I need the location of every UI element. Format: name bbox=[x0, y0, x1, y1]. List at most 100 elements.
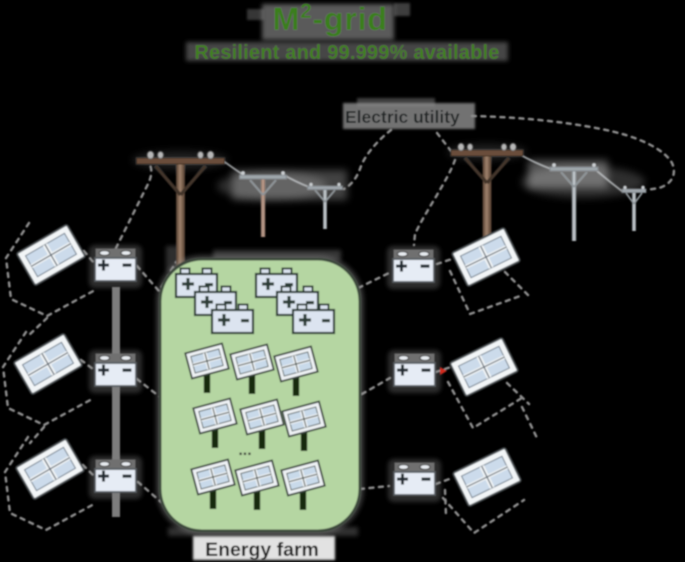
pole-insulator bbox=[466, 143, 474, 151]
connection-farm-to-battery bbox=[348, 270, 393, 294]
pole-part bbox=[239, 174, 287, 180]
wire bbox=[596, 170, 624, 193]
energy-farm-label: Energy farm bbox=[205, 539, 319, 561]
connection-panel-to-battery bbox=[81, 463, 96, 478]
battery-icon bbox=[94, 247, 137, 282]
utility-pole-icon bbox=[134, 149, 227, 270]
solar-panel-tree-icon bbox=[238, 397, 286, 449]
solar-panel-icon bbox=[16, 438, 85, 499]
pole-insulator bbox=[281, 171, 285, 175]
connection-pole-to-battery bbox=[114, 163, 153, 250]
house-outline bbox=[4, 221, 99, 318]
battery-icon bbox=[94, 458, 137, 493]
fault-marker-icon bbox=[440, 367, 447, 375]
utility-pole-icon bbox=[307, 182, 343, 229]
pole-part bbox=[621, 188, 647, 193]
page-subtitle: Resilient and 99.999% available bbox=[194, 42, 499, 64]
utility-pole-icon bbox=[549, 163, 599, 241]
solar-panel-icon bbox=[14, 333, 83, 394]
pole-brace bbox=[463, 156, 511, 185]
panel-stem bbox=[211, 424, 219, 448]
solar-panel-tree-icon bbox=[280, 399, 328, 451]
pole-part bbox=[482, 156, 492, 240]
farm-solar-array bbox=[183, 341, 328, 510]
battery-icon bbox=[393, 461, 436, 496]
pole-insulator bbox=[641, 185, 645, 190]
solar-panel-icon bbox=[450, 338, 518, 397]
battery-icon bbox=[393, 352, 436, 387]
pole-part bbox=[571, 171, 577, 241]
solar-panel-icon bbox=[453, 448, 521, 507]
solar-panel-tree-icon bbox=[233, 458, 281, 510]
house-link bbox=[443, 488, 448, 518]
utility-pole-group-left bbox=[134, 149, 343, 270]
house-right-1 bbox=[392, 228, 520, 287]
compression-artifact bbox=[247, 9, 264, 20]
house-outline bbox=[446, 380, 527, 430]
pole-insulator bbox=[509, 142, 517, 152]
solar-panel-tree-icon bbox=[272, 344, 320, 396]
connection-utility-to-pole bbox=[435, 131, 453, 153]
compression-artifact bbox=[343, 103, 475, 129]
connection-farm-to-battery bbox=[358, 484, 391, 491]
pole-part bbox=[450, 149, 524, 157]
dashed-connections bbox=[1, 114, 676, 535]
pole-insulator bbox=[457, 142, 465, 152]
pole-insulator bbox=[309, 182, 313, 187]
compression-artifact bbox=[394, 3, 410, 16]
house-outline bbox=[3, 435, 98, 532]
solar-panel-tree-icon bbox=[279, 458, 327, 510]
battery-icon bbox=[392, 248, 435, 283]
connection-panel-to-battery bbox=[79, 358, 95, 371]
panel-stem bbox=[300, 427, 308, 451]
compression-artifact bbox=[262, 4, 394, 40]
panel-stem bbox=[253, 486, 261, 510]
house-outline bbox=[441, 496, 526, 535]
title-rest: -grid bbox=[312, 1, 387, 37]
house-left-1 bbox=[17, 224, 137, 285]
house-outline bbox=[448, 269, 525, 316]
ellipsis-label: ... bbox=[238, 442, 251, 459]
utility-pole-icon bbox=[450, 142, 524, 240]
solar-panel-tree-icon bbox=[228, 342, 276, 394]
house-link bbox=[520, 405, 539, 440]
panel-stem bbox=[209, 485, 217, 509]
house-outline bbox=[1, 330, 96, 427]
panel-stem bbox=[299, 486, 307, 510]
solar-panel-tree-icon bbox=[191, 396, 239, 448]
pole-brace bbox=[625, 192, 643, 205]
connection-panel-to-battery bbox=[82, 249, 96, 265]
house-link bbox=[505, 381, 531, 406]
utility-pole-icon bbox=[239, 171, 287, 237]
panel-stem bbox=[258, 425, 266, 449]
utility-pole-group-right bbox=[450, 142, 647, 241]
pole-insulator bbox=[337, 182, 341, 187]
panel-stem bbox=[203, 369, 211, 393]
energy-farm-area: ... bbox=[156, 255, 364, 535]
connection-battery-to-panel bbox=[434, 364, 456, 374]
pole-brace bbox=[249, 179, 277, 196]
pole-insulator bbox=[552, 163, 556, 167]
solar-panel-icon bbox=[17, 224, 86, 285]
page-title: M2-grid bbox=[272, 0, 387, 37]
electric-utility-label: Electric utility bbox=[345, 107, 460, 127]
pole-part bbox=[549, 166, 599, 172]
pole-insulator bbox=[592, 163, 596, 167]
pole-part bbox=[260, 179, 266, 237]
connection-battery-to-panel bbox=[434, 476, 454, 486]
compression-artifact bbox=[193, 536, 335, 560]
pole-part bbox=[323, 190, 327, 229]
solar-panel-tree-icon bbox=[183, 341, 231, 393]
connection-utility-to-left-poles bbox=[342, 128, 393, 191]
title-m: M bbox=[272, 1, 300, 37]
compression-artifact bbox=[186, 42, 508, 61]
utility-pole-icon bbox=[621, 185, 647, 231]
house-link bbox=[503, 270, 530, 297]
pole-part bbox=[307, 185, 343, 190]
pole-part bbox=[632, 193, 636, 231]
pole-brace bbox=[560, 171, 588, 188]
battery-icon bbox=[94, 352, 137, 387]
solar-panel-icon bbox=[452, 228, 520, 287]
